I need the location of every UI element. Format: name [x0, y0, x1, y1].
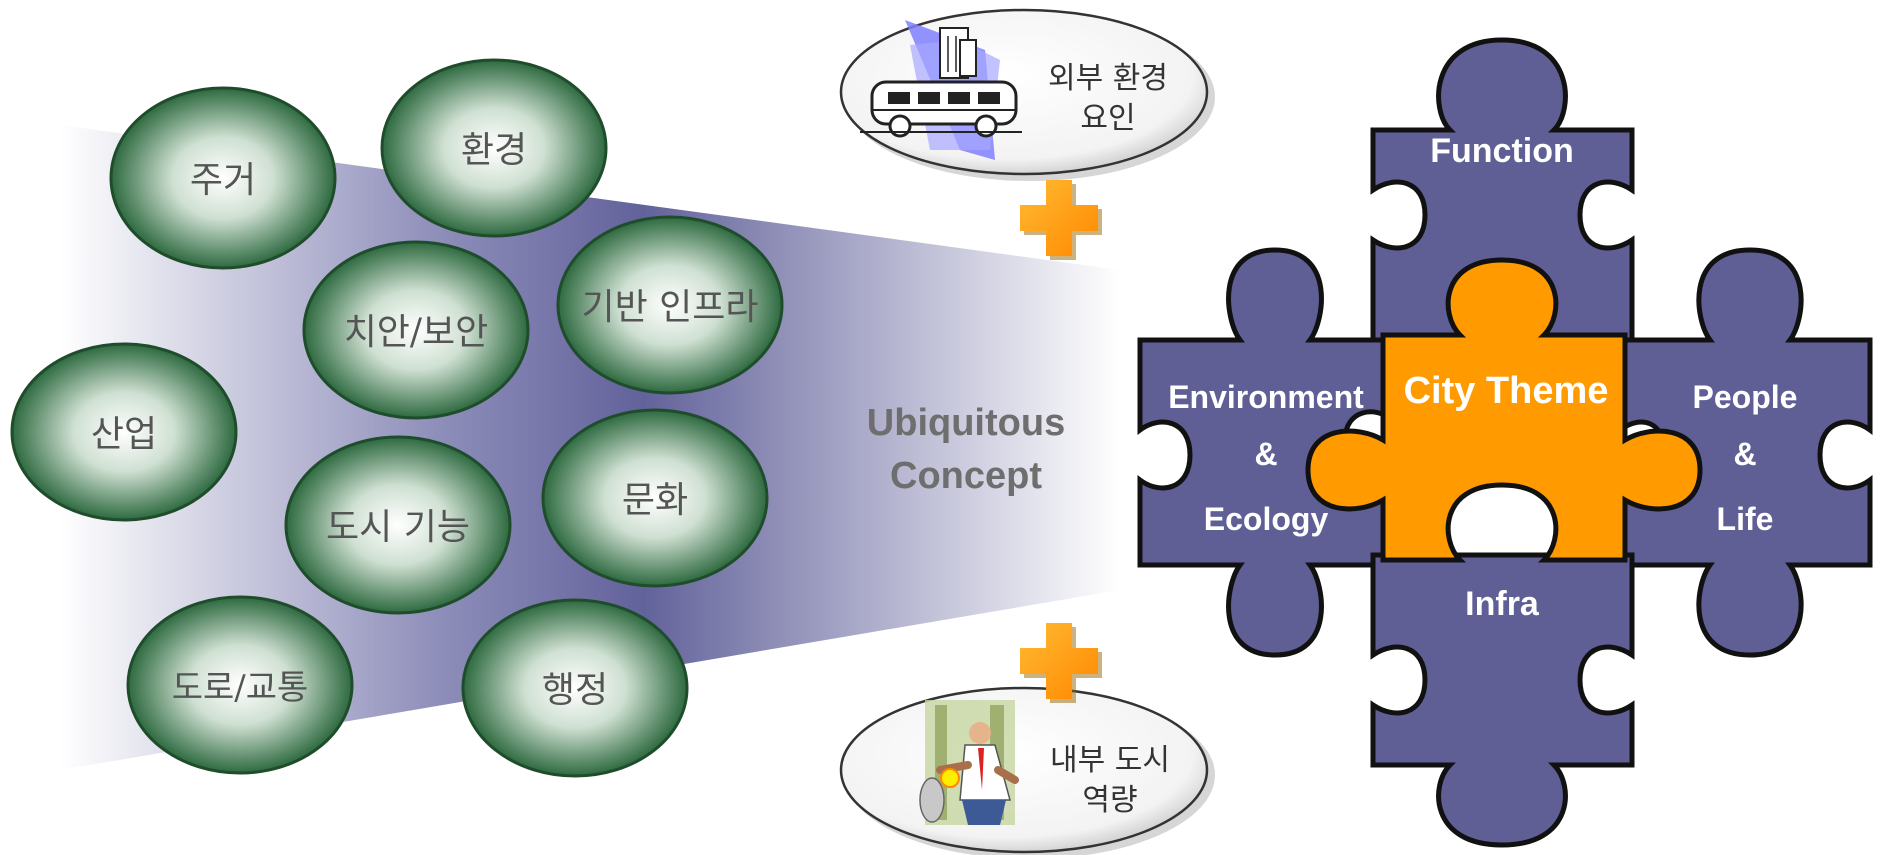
puzzle-label-city-theme: City Theme — [1404, 370, 1609, 412]
puzzle-label-people-2: & — [1733, 436, 1756, 472]
internal-capabilities-oval: 내부 도시 역량 — [839, 686, 1215, 855]
bubble-administration: 행정 — [461, 598, 689, 778]
puzzle-label-environment-2: & — [1254, 436, 1277, 472]
bubble-label: 치안/보안 — [344, 312, 489, 353]
bubble-culture: 문화 — [541, 408, 769, 588]
bubble-label: 주거 — [190, 160, 256, 201]
bubble-label: 기반 인프라 — [581, 287, 758, 328]
puzzle-city-theme-piece: City Theme — [1305, 257, 1703, 563]
puzzle-environment-piece: Environment & Ecology — [1137, 247, 1395, 658]
bubble-label: 도로/교통 — [172, 668, 309, 708]
puzzle-infra-piece: Infra — [1370, 552, 1635, 848]
internal-capabilities-line-2: 역량 — [1082, 783, 1137, 818]
bubble-roads-traffic: 도로/교통 — [126, 595, 354, 775]
bubble-housing: 주거 — [109, 86, 337, 270]
puzzle-label-environment-3: Ecology — [1204, 501, 1329, 537]
bubble-environment: 환경 — [380, 58, 608, 238]
bubble-city-function: 도시 기능 — [284, 435, 512, 615]
bubble-label: 도시 기능 — [326, 507, 470, 548]
concept-line-1: Ubiquitous — [867, 402, 1065, 444]
external-factors-line-2: 요인 — [1080, 101, 1135, 136]
bubble-industry: 산업 — [10, 342, 238, 522]
bubble-infrastructure: 기반 인프라 — [556, 215, 784, 395]
bubble-label: 환경 — [461, 130, 527, 171]
bubble-label: 문화 — [622, 480, 688, 521]
puzzle-label-people-3: Life — [1717, 501, 1774, 537]
external-factors-line-1: 외부 환경 — [1048, 61, 1168, 96]
puzzle-label-people-1: People — [1693, 379, 1798, 415]
bubble-label: 산업 — [91, 414, 157, 455]
businessman-icon — [919, 700, 1019, 825]
bus-city-icon — [860, 20, 1022, 160]
puzzle-label-environment-1: Environment — [1168, 379, 1364, 415]
internal-capabilities-line-1: 내부 도시 — [1050, 743, 1170, 778]
puzzle-label-function: Function — [1430, 132, 1574, 170]
concept-line-2: Concept — [890, 455, 1042, 497]
bubble-security: 치안/보안 — [302, 240, 530, 420]
plus-icon-top — [1020, 180, 1102, 260]
plus-icon-bottom — [1020, 623, 1102, 703]
puzzle-label-infra: Infra — [1465, 585, 1540, 623]
external-factors-oval: 외부 환경 요인 — [839, 8, 1215, 181]
bubble-label: 행정 — [542, 670, 608, 711]
puzzle-function-piece: Function — [1370, 37, 1635, 343]
